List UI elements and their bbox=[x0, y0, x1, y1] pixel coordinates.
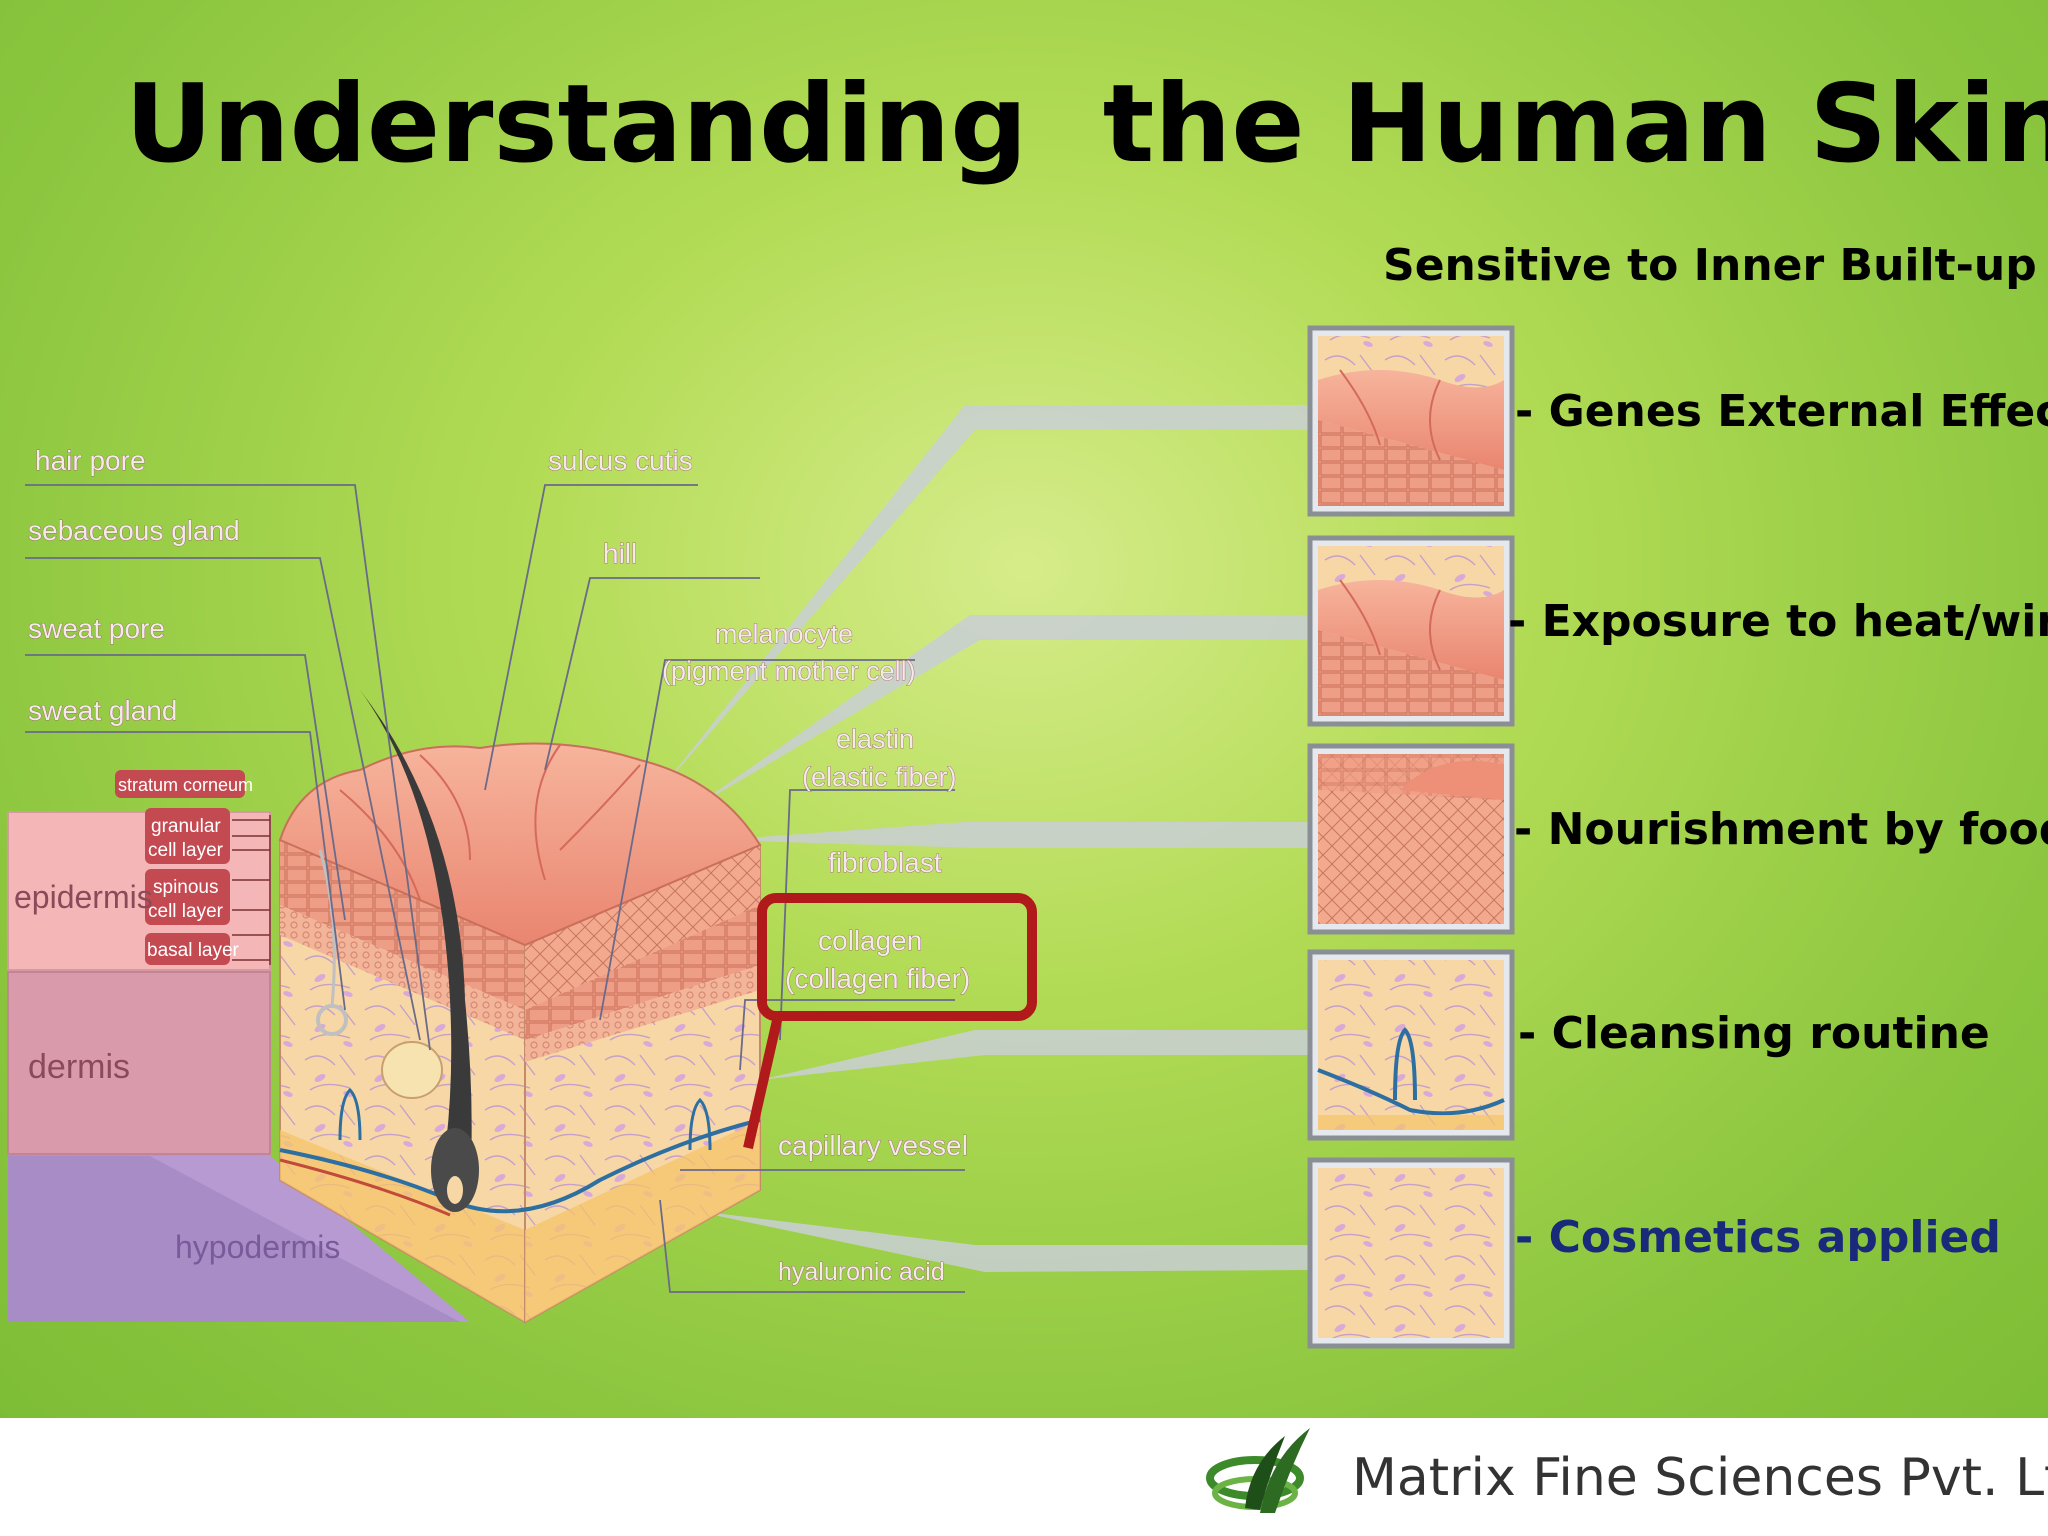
factor-genes: - Genes External Effects bbox=[1515, 386, 2048, 437]
footer bbox=[0, 1418, 2048, 1536]
label-elastin-1: elastin bbox=[836, 724, 914, 754]
label-granular-1: granular bbox=[151, 816, 221, 837]
label-basal-layer: basal layer bbox=[147, 940, 240, 961]
subtitle: Sensitive to Inner Built-up bbox=[1383, 240, 2037, 291]
label-melanocyte-2: (pigment mother cell) bbox=[662, 656, 916, 686]
label-hyaluronic-acid: hyaluronic acid bbox=[778, 1258, 945, 1286]
factor-nourishment: - Nourishment by food bbox=[1514, 804, 2048, 855]
label-sebaceous-gland: sebaceous gland bbox=[28, 515, 240, 546]
label-capillary-vessel: capillary vessel bbox=[778, 1130, 968, 1161]
factor-cosmetics: - Cosmetics applied bbox=[1515, 1212, 2001, 1263]
collagen-highlight bbox=[743, 893, 1037, 1150]
example-boxes bbox=[1307, 325, 1515, 1349]
factor-exposure: - Exposure to heat/winds bbox=[1508, 596, 2048, 647]
epidermis-sublayer-boxes bbox=[115, 770, 271, 965]
skin-diagram: hair pore sebaceous gland sweat pore swe… bbox=[7, 325, 1515, 1349]
label-spinous-1: spinous bbox=[153, 877, 219, 898]
label-melanocyte-1: melanocyte bbox=[715, 619, 853, 649]
leader-lines bbox=[25, 484, 965, 1293]
slide-background: hair pore sebaceous gland sweat pore swe… bbox=[0, 0, 2048, 1418]
factor-cleansing: - Cleansing routine bbox=[1518, 1008, 1990, 1059]
label-spinous-2: cell layer bbox=[148, 901, 224, 922]
label-collagen-2: (collagen fiber) bbox=[785, 963, 970, 994]
label-sulcus-cutis: sulcus cutis bbox=[548, 445, 693, 476]
label-epidermis: epidermis bbox=[14, 879, 153, 915]
label-granular-2: cell layer bbox=[148, 840, 224, 861]
label-sweat-pore: sweat pore bbox=[28, 613, 165, 644]
label-elastin-2: (elastic fiber) bbox=[802, 762, 957, 792]
label-stratum-corneum: stratum corneum bbox=[118, 775, 253, 795]
company-logo-icon bbox=[1206, 1428, 1310, 1513]
label-sweat-gland: sweat gland bbox=[28, 695, 177, 726]
label-hypodermis: hypodermis bbox=[175, 1229, 340, 1265]
label-dermis: dermis bbox=[28, 1048, 130, 1086]
diagram-labels: hair pore sebaceous gland sweat pore swe… bbox=[14, 445, 971, 1287]
label-fibroblast: fibroblast bbox=[828, 847, 942, 878]
connector-beams bbox=[660, 405, 1310, 1272]
label-collagen-1: collagen bbox=[818, 925, 922, 956]
label-hair-pore: hair pore bbox=[35, 445, 146, 476]
company-name: Matrix Fine Sciences Pvt. Ltd. bbox=[1352, 1448, 2048, 1508]
page-title: Understanding the Human Skin bbox=[125, 62, 2048, 187]
skin-block bbox=[278, 690, 762, 1324]
label-hill: hill bbox=[603, 538, 637, 569]
